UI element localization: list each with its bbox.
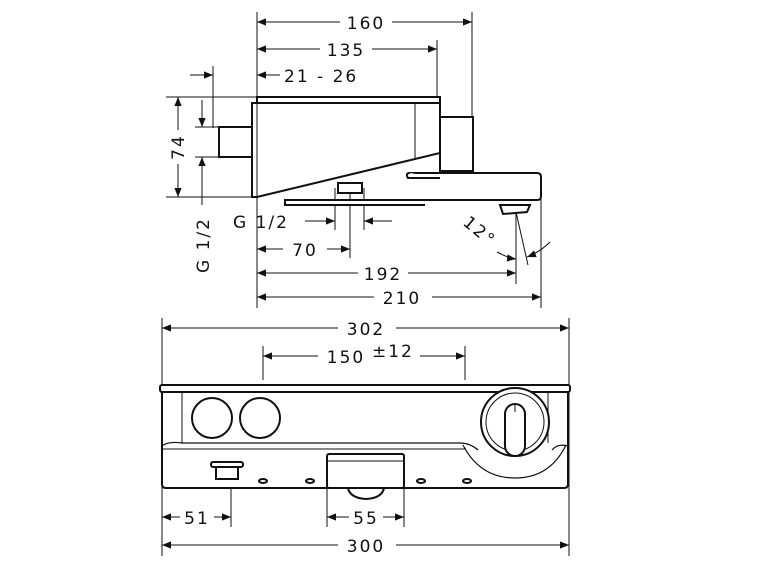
- dim-150-tolerance: ±12: [372, 342, 414, 362]
- side-view: 160 135 21 - 26 74 G 1/2 G 1/2 70 192 21…: [166, 12, 551, 309]
- spout-front: [326, 453, 405, 501]
- dim-21-26: 21 - 26: [284, 67, 358, 87]
- thermostat-knob[interactable]: [480, 387, 550, 457]
- wall-inlet-stub: [218, 126, 253, 158]
- outlet-nut: [337, 182, 363, 194]
- dim-302: 302: [347, 320, 385, 340]
- dim-192: 192: [364, 265, 402, 285]
- dim-inlet-g12: G 1/2: [194, 217, 214, 273]
- dim-150: 150: [327, 348, 365, 368]
- aerator: [346, 487, 386, 501]
- spout-nozzle: [498, 204, 532, 216]
- function-button-1[interactable]: [191, 397, 233, 439]
- function-button-2[interactable]: [239, 397, 281, 439]
- spout-side: [284, 172, 542, 206]
- dim-55: 55: [353, 509, 379, 529]
- dim-210: 210: [383, 289, 421, 309]
- dim-135: 135: [327, 41, 365, 61]
- dim-outlet-g12: G 1/2: [233, 213, 289, 233]
- thermostat-body-side: [218, 96, 542, 266]
- handle-stub: [439, 116, 474, 172]
- dim-300: 300: [347, 537, 385, 557]
- front-view: 302 150 ±12 51 55 300: [159, 318, 571, 557]
- dim-74: 74: [169, 134, 189, 160]
- connector: [210, 461, 244, 480]
- thermostat-body-front: [159, 384, 571, 501]
- dim-12-deg: 12°: [459, 213, 500, 252]
- dim-70: 70: [292, 241, 318, 261]
- dim-160: 160: [347, 14, 385, 34]
- dim-51: 51: [184, 509, 210, 529]
